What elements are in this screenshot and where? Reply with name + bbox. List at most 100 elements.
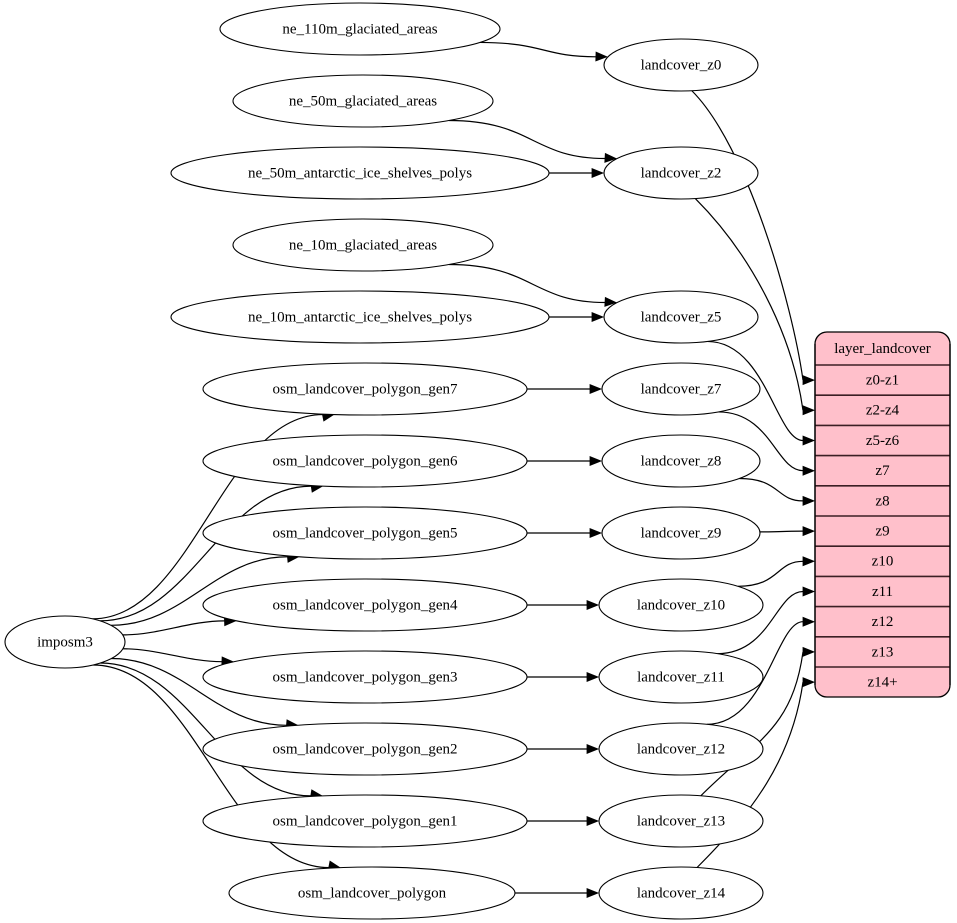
edge-arrowhead bbox=[802, 375, 816, 386]
node-osm_landcover_polygon_gen3[interactable]: osm_landcover_polygon_gen3 bbox=[202, 650, 528, 704]
node-landcover_z0[interactable]: landcover_z0 bbox=[603, 38, 759, 92]
table-row[interactable]: z10 bbox=[815, 546, 950, 576]
table-row[interactable]: z12 bbox=[815, 607, 950, 637]
node-label: landcover_z12 bbox=[637, 741, 725, 757]
edge-landcover_z13-to-table bbox=[700, 651, 804, 797]
node-ellipse bbox=[603, 38, 759, 92]
node-landcover_z8[interactable]: landcover_z8 bbox=[601, 434, 761, 488]
table-row[interactable]: z5-z6 bbox=[815, 425, 950, 455]
node-ellipse bbox=[202, 506, 528, 560]
edge-ne_50m_glaciated_areas-to-landcover_z2 bbox=[449, 119, 606, 160]
node-landcover_z7[interactable]: landcover_z7 bbox=[601, 362, 761, 416]
table-row-label: z10 bbox=[872, 554, 894, 570]
edge-imposm3-to-osm_landcover_polygon_gen5 bbox=[110, 556, 288, 626]
node-ne_50m_glaciated_areas[interactable]: ne_50m_glaciated_areas bbox=[232, 74, 494, 128]
node-ellipse bbox=[603, 290, 759, 344]
edge-arrowhead bbox=[802, 435, 816, 446]
node-label: landcover_z14 bbox=[637, 885, 726, 901]
node-ellipse bbox=[4, 615, 126, 669]
node-ellipse bbox=[202, 434, 528, 488]
edge-arrowhead bbox=[802, 405, 816, 416]
node-label: ne_50m_antarctic_ice_shelves_polys bbox=[248, 165, 472, 181]
node-label: landcover_z13 bbox=[637, 813, 725, 829]
table-row-label: z12 bbox=[872, 614, 894, 630]
table-header-label: layer_landcover bbox=[834, 341, 931, 357]
node-ellipse bbox=[170, 290, 550, 344]
node-ellipse bbox=[202, 362, 528, 416]
node-label: osm_landcover_polygon_gen4 bbox=[273, 597, 458, 613]
node-ellipse bbox=[598, 650, 764, 704]
edge-arrowhead bbox=[586, 672, 600, 682]
node-label: ne_10m_glaciated_areas bbox=[289, 237, 437, 253]
node-ellipse bbox=[170, 146, 550, 200]
node-imposm3[interactable]: imposm3 bbox=[4, 615, 126, 669]
node-landcover_z12[interactable]: landcover_z12 bbox=[598, 722, 764, 776]
node-landcover_z13[interactable]: landcover_z13 bbox=[598, 794, 764, 848]
node-osm_landcover_polygon_gen5[interactable]: osm_landcover_polygon_gen5 bbox=[202, 506, 528, 560]
edge-imposm3-to-osm_landcover_polygon_gen2 bbox=[111, 657, 287, 726]
node-label: landcover_z10 bbox=[637, 597, 725, 613]
edge-landcover_z9-to-table bbox=[759, 530, 804, 533]
table-row[interactable]: z7 bbox=[815, 456, 950, 486]
node-ellipse bbox=[219, 2, 501, 56]
node-ne_110m_glaciated_areas[interactable]: ne_110m_glaciated_areas bbox=[219, 2, 501, 56]
table-row-label: z14+ bbox=[867, 675, 897, 691]
node-osm_landcover_polygon[interactable]: osm_landcover_polygon bbox=[228, 866, 516, 920]
node-landcover_z14[interactable]: landcover_z14 bbox=[598, 866, 764, 920]
node-landcover_z5[interactable]: landcover_z5 bbox=[603, 290, 759, 344]
node-ellipse bbox=[232, 218, 494, 272]
node-label: ne_110m_glaciated_areas bbox=[282, 21, 437, 37]
edge-arrowhead bbox=[589, 384, 603, 394]
edge-arrowhead bbox=[604, 296, 618, 307]
node-landcover_z10[interactable]: landcover_z10 bbox=[598, 578, 764, 632]
node-landcover_z2[interactable]: landcover_z2 bbox=[603, 146, 759, 200]
node-label: landcover_z9 bbox=[641, 525, 722, 541]
edge-arrowhead bbox=[586, 816, 600, 826]
node-label: osm_landcover_polygon_gen3 bbox=[273, 669, 458, 685]
edge-arrowhead bbox=[802, 526, 816, 537]
node-ne_50m_antarctic_ice_shelves_polys[interactable]: ne_50m_antarctic_ice_shelves_polys bbox=[170, 146, 550, 200]
edge-landcover_z10-to-table bbox=[737, 560, 804, 587]
node-label: osm_landcover_polygon_gen7 bbox=[273, 381, 458, 397]
edge-arrowhead bbox=[802, 495, 816, 506]
node-osm_landcover_polygon_gen4[interactable]: osm_landcover_polygon_gen4 bbox=[202, 578, 528, 632]
table-row[interactable]: z14+ bbox=[815, 667, 950, 697]
table-row-label: z11 bbox=[872, 584, 893, 600]
node-label: landcover_z11 bbox=[637, 669, 725, 685]
edge-landcover_z8-to-table bbox=[739, 477, 804, 502]
edge-arrowhead bbox=[586, 600, 600, 610]
edge-arrowhead bbox=[595, 51, 609, 62]
node-ne_10m_glaciated_areas[interactable]: ne_10m_glaciated_areas bbox=[232, 218, 494, 272]
node-osm_landcover_polygon_gen1[interactable]: osm_landcover_polygon_gen1 bbox=[202, 794, 528, 848]
node-osm_landcover_polygon_gen7[interactable]: osm_landcover_polygon_gen7 bbox=[202, 362, 528, 416]
table-row[interactable]: z11 bbox=[815, 576, 950, 606]
node-osm_landcover_polygon_gen2[interactable]: osm_landcover_polygon_gen2 bbox=[202, 722, 528, 776]
table-row[interactable]: z2-z4 bbox=[815, 395, 950, 425]
table-row[interactable]: z8 bbox=[815, 486, 950, 516]
edge-imposm3-to-osm_landcover_polygon_gen1 bbox=[100, 662, 311, 797]
table-row[interactable]: z0-z1 bbox=[815, 365, 950, 395]
table-row-label: z5-z6 bbox=[866, 433, 900, 449]
node-label: imposm3 bbox=[37, 634, 93, 650]
node-ellipse bbox=[202, 578, 528, 632]
node-label: landcover_z2 bbox=[641, 165, 722, 181]
edge-ne_110m_glaciated_areas-to-landcover_z0 bbox=[479, 41, 596, 58]
edge-landcover_z5-to-table bbox=[707, 340, 804, 442]
edge-imposm3-to-osm_landcover_polygon_gen3 bbox=[122, 648, 222, 663]
edge-arrowhead bbox=[586, 744, 600, 754]
node-ne_10m_antarctic_ice_shelves_polys[interactable]: ne_10m_antarctic_ice_shelves_polys bbox=[170, 290, 550, 344]
edge-landcover_z0-to-table bbox=[691, 90, 804, 381]
node-landcover_z11[interactable]: landcover_z11 bbox=[598, 650, 764, 704]
node-ellipse bbox=[598, 722, 764, 776]
node-ellipse bbox=[202, 794, 528, 848]
table-row[interactable]: z9 bbox=[815, 516, 950, 546]
node-osm_landcover_polygon_gen6[interactable]: osm_landcover_polygon_gen6 bbox=[202, 434, 528, 488]
table-row-label: z0-z1 bbox=[866, 373, 899, 389]
node-landcover_z9[interactable]: landcover_z9 bbox=[601, 506, 761, 560]
node-ellipse bbox=[202, 722, 528, 776]
table-row[interactable]: z13 bbox=[815, 637, 950, 667]
node-ellipse bbox=[603, 146, 759, 200]
edge-arrowhead bbox=[802, 556, 816, 567]
node-ellipse bbox=[601, 434, 761, 488]
